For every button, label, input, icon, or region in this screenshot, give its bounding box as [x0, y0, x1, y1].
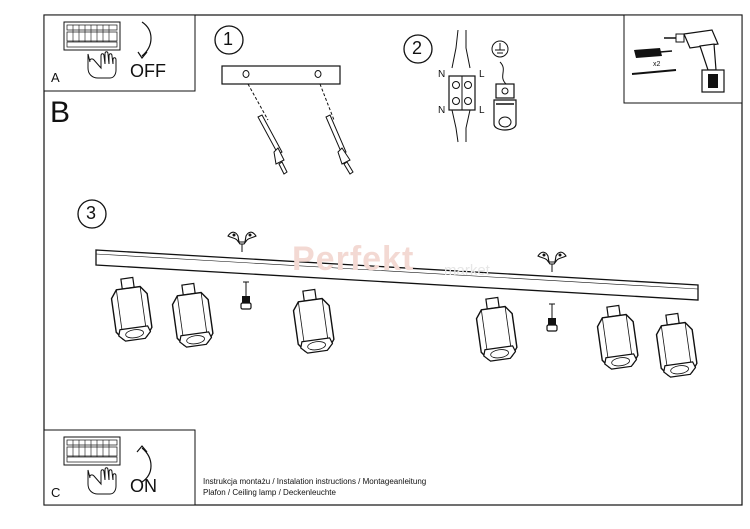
arrow-down-icon	[141, 21, 152, 57]
gu10-bulb-icon	[240, 281, 252, 310]
neutral-label: N	[438, 105, 446, 116]
ceiling-bracket-icon	[227, 231, 257, 253]
lamp-shade-icon	[653, 311, 699, 379]
ceiling-bracket-icon	[537, 251, 567, 273]
step-3-lamp-assembly	[95, 231, 699, 379]
panel-c-letter: C	[51, 485, 61, 500]
step-3-number: 3	[86, 203, 97, 223]
live-label: L	[479, 69, 485, 80]
gu10-bulb-icon	[546, 303, 558, 332]
arrow-up-icon	[141, 447, 152, 483]
circuit-breaker-icon	[63, 436, 121, 466]
step-2-wiring	[448, 29, 517, 143]
watermark-brand: Perfekt	[292, 240, 415, 278]
panel-a-power-off	[43, 14, 196, 92]
screw-dowel-icon	[247, 83, 288, 175]
neutral-label: N	[438, 69, 446, 80]
live-label: L	[479, 105, 485, 116]
lamp-shade-icon	[169, 281, 215, 349]
step-1-mounting-plate	[221, 65, 354, 175]
lamp-shade-icon	[290, 287, 336, 355]
dowel-screw-icon	[631, 48, 677, 75]
panel-c-power-on	[43, 429, 196, 506]
outer-frame	[43, 14, 743, 506]
on-label: ON	[130, 476, 157, 496]
lamp-shade-icon	[473, 295, 519, 363]
panel-b-letter: B	[50, 96, 71, 129]
step-2-circle	[403, 34, 433, 64]
footer-instructions: Instrukcja montażu / Instalation instruc…	[203, 477, 427, 486]
step-1-circle	[214, 25, 244, 55]
step-3-circle	[77, 199, 107, 229]
drill-icon	[664, 29, 725, 93]
footer-product: Plafon / Ceiling lamp / Deckenleuchte	[203, 488, 336, 497]
lamp-shade-icon	[108, 275, 154, 343]
screw-dowel-icon	[319, 83, 354, 175]
circuit-breaker-icon	[63, 21, 121, 51]
step-2-number: 2	[412, 38, 423, 58]
watermark-suffix: market	[444, 262, 490, 279]
panel-a-letter: A	[51, 70, 60, 85]
step-1-number: 1	[223, 29, 234, 49]
tools-panel	[623, 14, 743, 104]
dowel-count: x2	[653, 61, 661, 68]
off-label: OFF	[130, 61, 166, 81]
lamp-shade-icon	[594, 303, 640, 371]
